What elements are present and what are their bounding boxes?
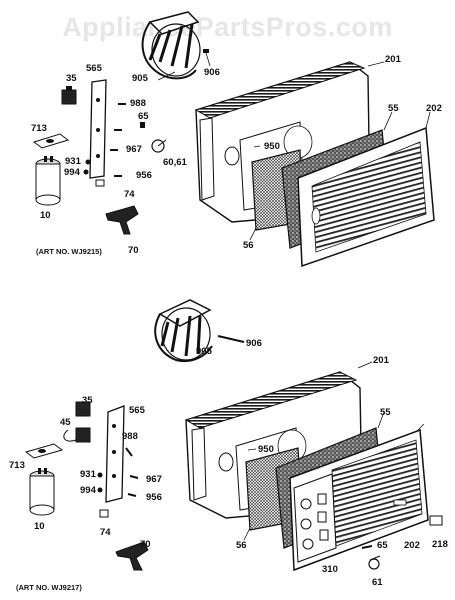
- bottom-knob-65: [361, 545, 373, 549]
- bottom-label-74: 74: [100, 527, 111, 538]
- top-label-994: 994: [64, 167, 80, 178]
- top-label-55: 55: [388, 103, 399, 114]
- top-capacitor-10: [35, 156, 61, 206]
- top-switch-35: [61, 86, 77, 105]
- top-clip-906: [203, 49, 211, 67]
- top-label-713: 713: [31, 123, 47, 134]
- top-label-967: 967: [126, 144, 142, 155]
- bottom-label-218: 218: [432, 539, 448, 550]
- bottom-switch-35: [75, 401, 91, 417]
- bottom-label-967: 967: [146, 474, 162, 485]
- top-label-65: 65: [138, 111, 149, 122]
- top-label-56: 56: [243, 240, 254, 251]
- top-control-bracket-565: [89, 79, 107, 179]
- bottom-label-56: 56: [236, 540, 247, 551]
- bottom-label-906: 906: [246, 338, 262, 349]
- bottom-label-10: 10: [34, 521, 45, 532]
- watermark: AppliancePartsPros.com: [62, 12, 393, 42]
- bottom-label-565: 565: [129, 405, 145, 416]
- bottom-control-bracket-565: [105, 405, 125, 503]
- bottom-knob-70: [115, 541, 149, 571]
- top-label-931: 931: [65, 156, 81, 167]
- bottom-label-905: 905: [196, 346, 212, 357]
- bottom-label-931: 931: [80, 469, 96, 480]
- bottom-label-61: 61: [372, 577, 383, 588]
- top-capacitor-bracket-713: [32, 133, 70, 149]
- bottom-label-201: 201: [373, 355, 389, 366]
- top-front-grille-202: [297, 126, 435, 268]
- bottom-label-956: 956: [146, 492, 162, 503]
- bottom-label-70: 70: [140, 539, 151, 550]
- top-label-201: 201: [385, 54, 401, 65]
- bottom-switch-45: [63, 427, 91, 443]
- top-label-10: 10: [40, 210, 51, 221]
- top-art-caption: (ART NO. WJ9215): [36, 247, 102, 256]
- bottom-badge-218: [429, 515, 443, 526]
- top-screws: [83, 103, 145, 187]
- top-label-70: 70: [128, 245, 139, 256]
- top-knob-70: [105, 205, 139, 235]
- top-label-988: 988: [130, 98, 146, 109]
- bottom-label-950: 950: [258, 444, 274, 455]
- bottom-label-35: 35: [82, 395, 93, 406]
- bottom-label-994: 994: [80, 485, 96, 496]
- top-label-906: 906: [204, 67, 220, 78]
- top-label-74: 74: [124, 189, 135, 200]
- top-label-35: 35: [66, 73, 77, 84]
- bottom-blower-wheel: [154, 299, 213, 362]
- top-label-950: 950: [264, 141, 280, 152]
- top-label-60-61: 60,61: [163, 157, 187, 168]
- top-label-202: 202: [426, 103, 442, 114]
- bottom-label-55: 55: [380, 407, 391, 418]
- top-label-905: 905: [132, 73, 148, 84]
- bottom-capacitor-bracket-713: [24, 443, 64, 459]
- bottom-capacitor-10: [29, 468, 55, 516]
- top-blower-wheel: [141, 11, 201, 80]
- bottom-label-45: 45: [60, 417, 71, 428]
- top-label-565: 565: [86, 63, 102, 74]
- bottom-label-202: 202: [404, 540, 420, 551]
- bottom-screws: [97, 447, 139, 518]
- bottom-label-988: 988: [122, 431, 138, 442]
- bottom-label-713: 713: [9, 460, 25, 471]
- top-thermostat-60-61: [151, 139, 167, 153]
- bottom-clip-906: [217, 335, 245, 343]
- top-label-956: 956: [136, 170, 152, 181]
- bottom-control-panel-310: [293, 473, 337, 563]
- bottom-label-310: 310: [322, 564, 338, 575]
- bottom-label-65: 65: [377, 540, 388, 551]
- bottom-part-61: [368, 555, 381, 570]
- bottom-art-caption: (ART NO. WJ9217): [16, 583, 82, 592]
